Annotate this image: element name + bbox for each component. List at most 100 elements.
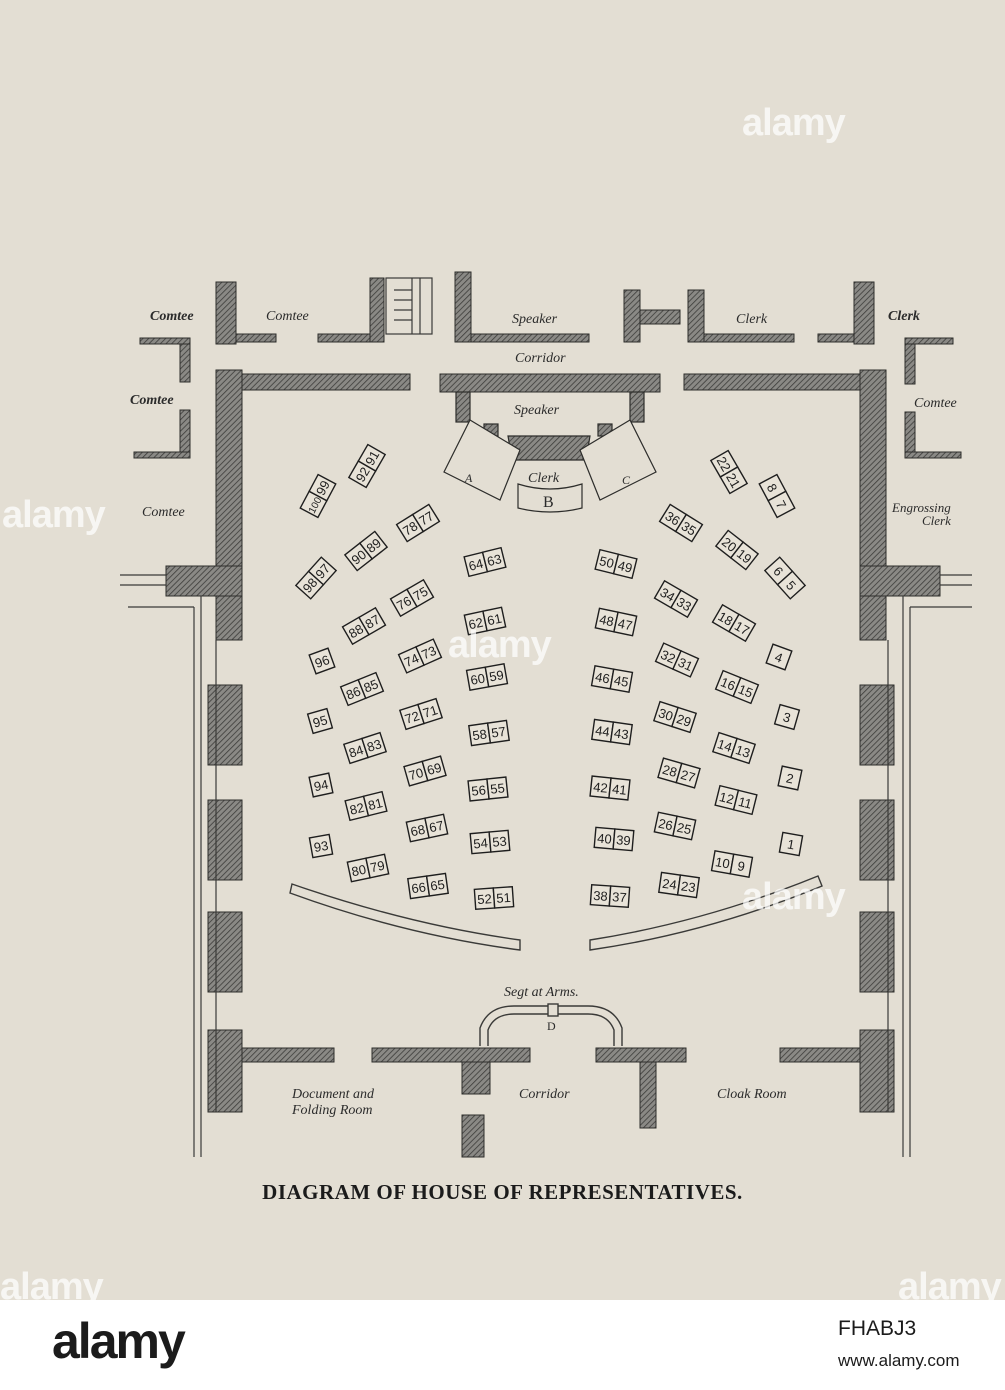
label-desk-b: B [543, 494, 554, 511]
seat-number: 45 [613, 672, 630, 689]
seat-number: 3 [781, 709, 792, 725]
seat-cell [415, 638, 443, 667]
seat-number: 86 [344, 683, 363, 702]
seat-number: 69 [425, 760, 443, 778]
seat-cell [486, 776, 509, 800]
label-document-room-1: Document and [291, 1087, 375, 1102]
seat-number: 27 [679, 767, 697, 785]
seat-number: 39 [616, 832, 632, 848]
seat-cell [612, 553, 638, 580]
label-clerk: Clerk [528, 471, 560, 486]
seat-cell [729, 541, 760, 571]
seat-desk-87: 87 [758, 473, 796, 519]
seat-number: 38 [593, 888, 608, 904]
seat-cell [613, 611, 638, 637]
seat-number: 34 [658, 585, 678, 605]
watermark-top-right: alamy [742, 102, 846, 144]
footer-image-id: FHABJ3 [838, 1317, 917, 1340]
seat-number: 42 [593, 779, 609, 795]
seat-cell [308, 647, 336, 675]
label-corridor-bottom: Corridor [519, 1087, 570, 1102]
seat-number: 72 [403, 708, 421, 727]
seat-number: 31 [676, 655, 695, 675]
diagram-title: DIAGRAM OF HOUSE OF REPRESENTATIVES. [262, 1180, 743, 1204]
seat-desk-96: 96 [308, 647, 336, 675]
label-clerk-top-right: Clerk [888, 309, 920, 324]
seat-desk-3: 3 [773, 703, 801, 731]
seat-number: 96 [313, 652, 332, 671]
seat-cell [719, 466, 749, 495]
seat-number: 61 [486, 611, 503, 629]
seat-cell [609, 721, 633, 746]
seat-number: 99 [313, 478, 333, 498]
seat-number: 49 [616, 558, 634, 576]
seat-number: 68 [409, 822, 426, 840]
seat-number: 94 [312, 777, 329, 795]
seat-cell [357, 443, 387, 472]
seat-cell [676, 874, 700, 899]
seat-cell [357, 671, 385, 700]
seat-cell [672, 815, 697, 841]
seat-desk-95: 95 [306, 707, 334, 735]
label-com-right: Comtee [914, 396, 957, 411]
watermark-center: alamy [448, 624, 552, 666]
seat-desk-1: 1 [778, 831, 804, 857]
seat-number: 91 [362, 448, 382, 468]
seat-cell [608, 885, 631, 909]
seat-number: 67 [428, 818, 445, 836]
seat-number: 75 [410, 584, 430, 604]
seat-number: 46 [594, 669, 611, 686]
label-sergeant-at-arms: Segt at Arms. [504, 985, 579, 1000]
seat-number: 58 [471, 726, 487, 743]
seat-cell [417, 697, 444, 725]
seat-number: 16 [718, 674, 737, 693]
seat-number: 95 [311, 712, 329, 730]
seat-cell [424, 813, 449, 839]
seat-cell [729, 853, 754, 878]
seat-cell [482, 606, 507, 632]
seat-cell [777, 765, 803, 791]
watermark-right-lower: alamy [742, 876, 846, 918]
seat-number: 17 [732, 618, 752, 638]
stock-footer [0, 1300, 1005, 1390]
label-desk-a: A [464, 471, 473, 485]
seat-cell [484, 663, 509, 688]
seat-cell [308, 833, 334, 859]
seat-number: 44 [594, 723, 610, 740]
seat-number: 15 [736, 681, 755, 700]
seat-number: 47 [617, 616, 634, 634]
seat-cell [488, 829, 511, 853]
seat-number: 14 [716, 736, 734, 755]
label-desk-c: C [622, 473, 631, 487]
seat-number: 13 [734, 742, 752, 761]
seat-number: 41 [611, 781, 627, 797]
label-com-top-left: Comtee [150, 309, 194, 324]
seat-cell [732, 676, 760, 705]
seat-cell [674, 513, 704, 543]
seat-number: 77 [416, 508, 436, 528]
seat-cell [732, 789, 758, 816]
seat-number: 52 [477, 891, 492, 907]
seat-cell [670, 589, 699, 619]
seat-cell [672, 649, 700, 678]
